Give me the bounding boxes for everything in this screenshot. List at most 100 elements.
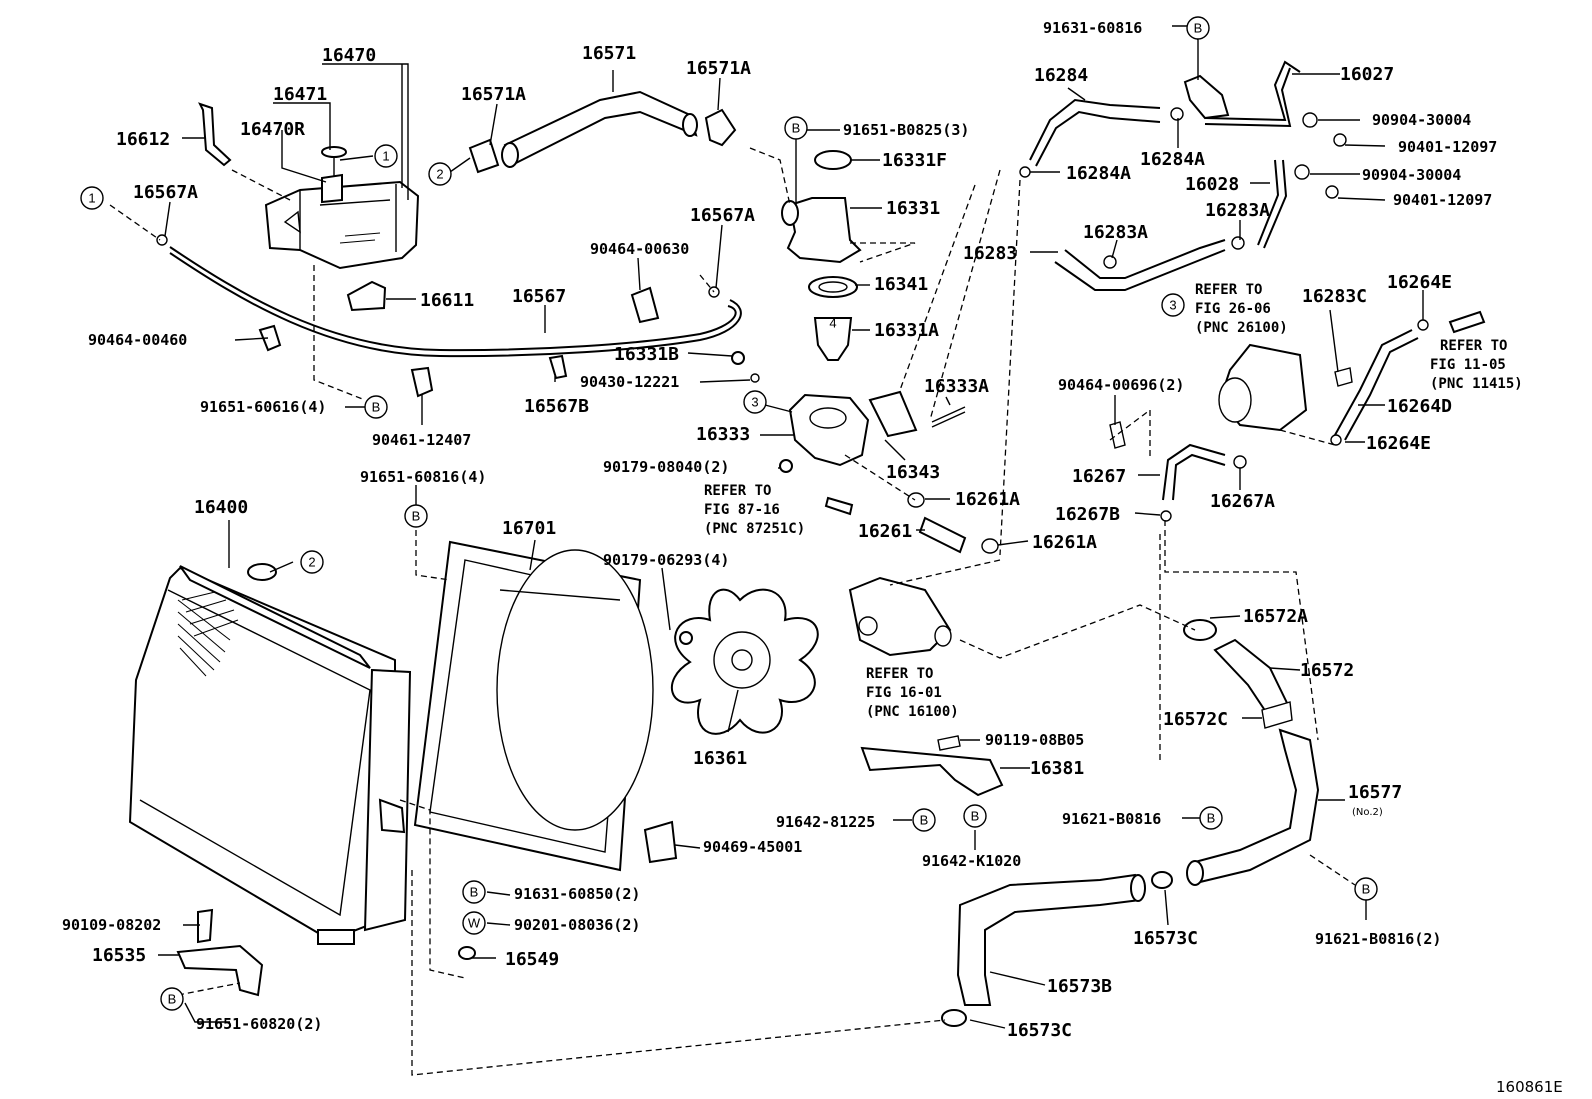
label-16283A-right: 16283A: [1205, 200, 1270, 221]
ref-fig-26-06: REFER TO FIG 26-06 (PNC 26100): [1195, 282, 1288, 336]
label-16572: 16572: [1300, 660, 1354, 681]
label-16572C: 16572C: [1163, 709, 1228, 730]
callout-b-91642-81225: B: [912, 808, 936, 832]
bolt-90119-08B05: [937, 735, 961, 751]
label-91642-K1020: 91642-K1020: [922, 852, 1021, 870]
label-16567A-left: 16567A: [133, 182, 198, 203]
label-16571: 16571: [582, 43, 636, 64]
water-pump-16100: [848, 576, 952, 657]
diagram-id: 160861E: [1496, 1078, 1563, 1096]
clip-90464-00460: [258, 324, 282, 352]
part-labels: 16470 16471 16470R 16612 16567A 16611 16…: [62, 19, 1497, 1041]
clamp-16264E-top: [1417, 319, 1429, 331]
clamp-16261A-bottom: [981, 538, 999, 554]
label-90461-12407: 90461-12407: [372, 431, 471, 449]
clamp-16267B: [1160, 510, 1172, 522]
callout-circle-1-top: 1: [374, 144, 398, 168]
bracket-16535: [176, 944, 264, 997]
label-91621-B0816: 91621-B0816: [1062, 810, 1161, 828]
label-16333A: 16333A: [924, 376, 989, 397]
label-16577-no2: (No.2): [1352, 807, 1383, 818]
grommet-16549: [458, 946, 476, 960]
gasket-90430: [750, 373, 760, 383]
label-90904-30004-b: 90904-30004: [1362, 166, 1461, 184]
clamp-90469: [643, 820, 678, 864]
fan-shroud-16701: [413, 540, 654, 872]
label-16264D: 16264D: [1387, 396, 1452, 417]
clamp-16283A-left: [1103, 255, 1117, 269]
clamp-16283A-right: [1231, 236, 1245, 250]
svg-text:3: 3: [751, 395, 758, 410]
label-91651-B0825: 91651-B0825(3): [843, 121, 969, 139]
label-90430-12221: 90430-12221: [580, 373, 679, 391]
label-16549: 16549: [505, 949, 559, 970]
label-16264E-top: 16264E: [1387, 272, 1452, 293]
svg-text:B: B: [372, 400, 381, 415]
label-16331B: 16331B: [614, 344, 679, 365]
svg-text:B: B: [920, 813, 929, 828]
label-16571A-left: 16571A: [461, 84, 526, 105]
fan-16361: [671, 588, 819, 735]
label-16567: 16567: [512, 286, 566, 307]
clip-90461: [410, 366, 434, 398]
hose-16573B: [956, 873, 1142, 1006]
assembly-lines: [109, 147, 1356, 1076]
label-90401-12097-b: 90401-12097: [1393, 191, 1492, 209]
water-outlet-16331: [786, 197, 862, 264]
callout-b-91631-60816: B: [1186, 16, 1210, 40]
callout-circle-3-hose: 3: [1161, 293, 1185, 317]
svg-text:(PNC 87251C): (PNC 87251C): [704, 521, 805, 537]
svg-text:(PNC 26100): (PNC 26100): [1195, 320, 1288, 336]
callout-b-91631-60850: B: [462, 880, 486, 904]
bolt-90401-a: [1333, 133, 1347, 147]
svg-text:B: B: [792, 121, 801, 136]
svg-text:(PNC 11415): (PNC 11415): [1430, 376, 1523, 392]
pipe-16027: [1204, 60, 1301, 122]
ref-fig-11-05: REFER TO FIG 11-05 (PNC 11415): [1430, 338, 1523, 392]
gasket-90904-a: [1302, 112, 1318, 128]
radiator-fins: [177, 591, 239, 677]
label-16571A-right: 16571A: [686, 58, 751, 79]
svg-text:1: 1: [382, 149, 389, 164]
svg-text:REFER TO: REFER TO: [866, 666, 933, 682]
svg-text:B: B: [1194, 21, 1203, 36]
clamp-16283C: [1334, 367, 1353, 387]
label-16361: 16361: [693, 748, 747, 769]
clamp-16261A-top: [907, 492, 925, 508]
label-16572A: 16572A: [1243, 606, 1308, 627]
svg-text:(PNC 16100): (PNC 16100): [866, 704, 959, 720]
svg-text:REFER TO: REFER TO: [1195, 282, 1262, 298]
clamp-16267A: [1233, 455, 1247, 469]
label-16701: 16701: [502, 518, 556, 539]
label-90464-00696: 90464-00696(2): [1058, 376, 1184, 394]
upper-hose-16571: [503, 90, 698, 167]
label-16331: 16331: [886, 198, 940, 219]
label-16573C-upper: 16573C: [1133, 928, 1198, 949]
callout-b-91651-60816: B: [404, 504, 428, 528]
clamp-16571A-right: [704, 108, 737, 147]
bracket-heater-pipe: [1183, 74, 1230, 120]
callout-circle-4-thermostat: 4: [829, 316, 836, 331]
label-16333: 16333: [696, 424, 750, 445]
plug-16331B: [731, 351, 745, 365]
svg-text:W: W: [468, 916, 481, 931]
label-91642-81225: 91642-81225: [776, 813, 875, 831]
thermostat-16331A: [813, 317, 853, 361]
label-90109-08202: 90109-08202: [62, 916, 161, 934]
label-16400: 16400: [194, 497, 248, 518]
svg-text:B: B: [1362, 882, 1371, 897]
nut-90179-06293: [679, 631, 693, 645]
svg-text:B: B: [971, 809, 980, 824]
label-16612: 16612: [116, 129, 170, 150]
callout-b-91651-B0825: B: [784, 116, 808, 140]
radiator-16400: [128, 563, 412, 945]
stud-16333A: [931, 406, 966, 423]
clamp-16284A-lower: [1019, 166, 1031, 178]
label-16470R: 16470R: [240, 119, 305, 140]
reservoir-tank: [264, 146, 420, 270]
label-16261A-bottom: 16261A: [1032, 532, 1097, 553]
label-90464-00460: 90464-00460: [88, 331, 187, 349]
label-91631-60816: 91631-60816: [1043, 19, 1142, 37]
drain-cock-90109: [197, 908, 214, 944]
label-16471: 16471: [273, 84, 327, 105]
